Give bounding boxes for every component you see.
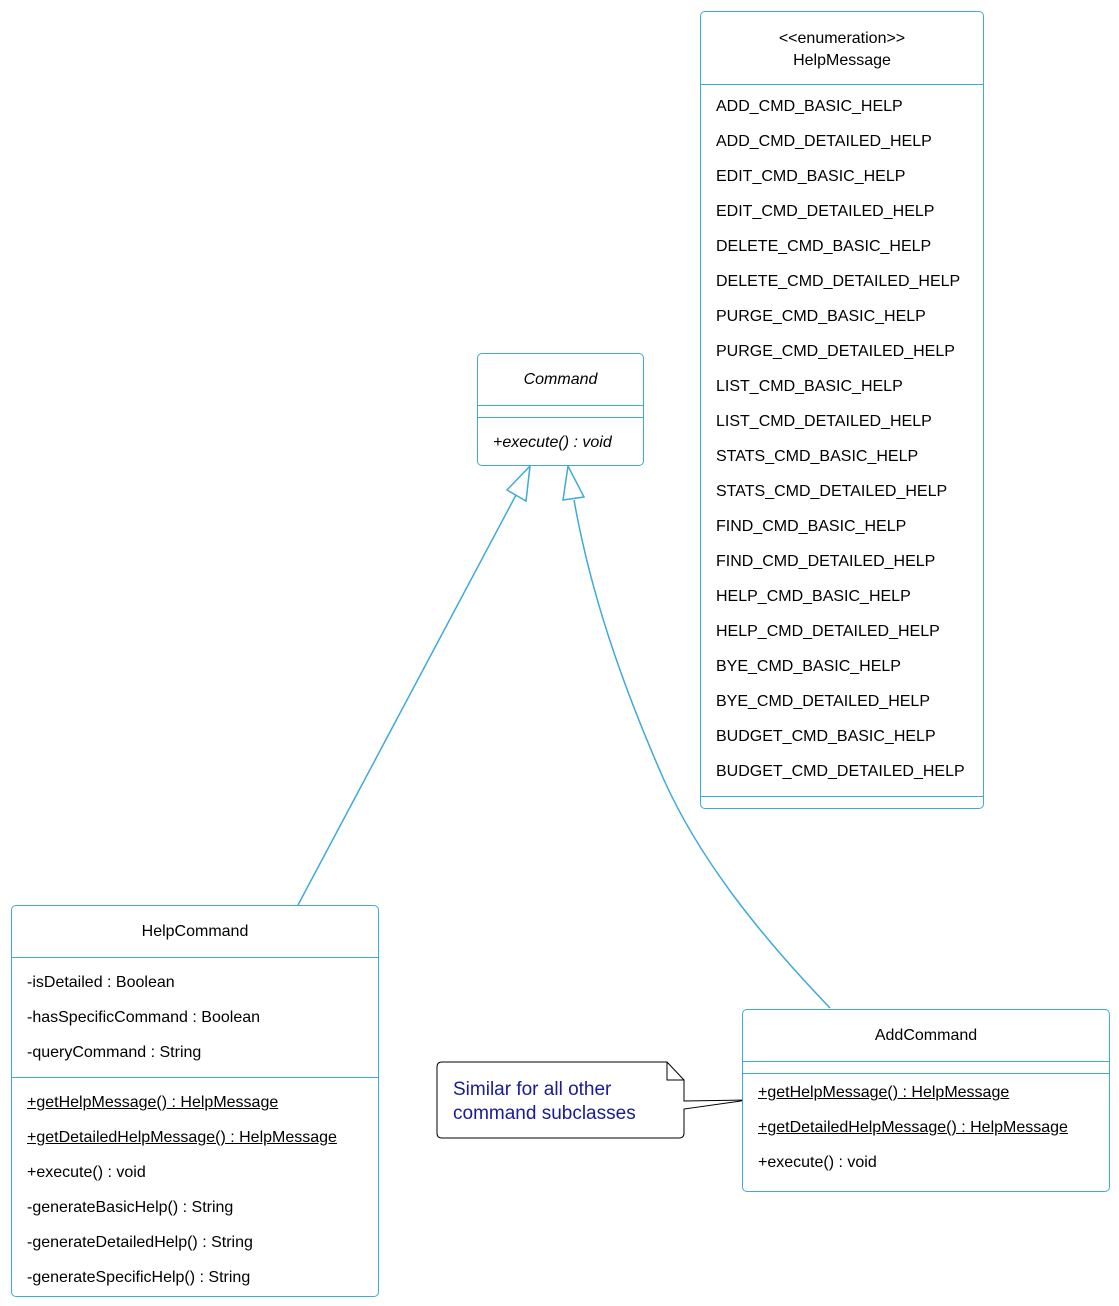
enum-literal: EDIT_CMD_DETAILED_HELP xyxy=(716,203,935,220)
enum-literal: DELETE_CMD_BASIC_HELP xyxy=(716,238,932,255)
helpmessage-stereotype: <<enumeration>> xyxy=(778,30,906,47)
enum-literal: STATS_CMD_BASIC_HELP xyxy=(716,448,919,465)
class-operation: -generateDetailedHelp() : String xyxy=(27,1234,253,1251)
enum-literal: HELP_CMD_DETAILED_HELP xyxy=(716,623,940,640)
helpcommand-operations-section: +getHelpMessage() : HelpMessage +getDeta… xyxy=(12,1077,378,1295)
enum-literal: PURGE_CMD_BASIC_HELP xyxy=(716,308,926,325)
class-operation-static: +getDetailedHelpMessage() : HelpMessage xyxy=(758,1119,1068,1136)
generalization-line-addcommand xyxy=(573,499,831,1009)
helpmessage-literals: ADD_CMD_BASIC_HELP ADD_CMD_DETAILED_HELP… xyxy=(701,84,983,796)
note-line-2: command subclasses xyxy=(453,1103,636,1124)
helpcommand-class-box: HelpCommand -isDetailed : Boolean -hasSp… xyxy=(11,905,379,1297)
enum-literal: LIST_CMD_DETAILED_HELP xyxy=(716,413,932,430)
helpmessage-empty-section xyxy=(701,796,983,809)
command-class-name: Command xyxy=(523,371,598,388)
enum-literal: BYE_CMD_DETAILED_HELP xyxy=(716,693,930,710)
enum-literal: DELETE_CMD_DETAILED_HELP xyxy=(716,273,961,290)
addcommand-attributes-section xyxy=(743,1061,1109,1073)
enum-literal: BUDGET_CMD_BASIC_HELP xyxy=(716,728,936,745)
generalization-arrowhead-helpcommand xyxy=(505,463,531,503)
enum-literal: LIST_CMD_BASIC_HELP xyxy=(716,378,903,395)
enum-literal: HELP_CMD_BASIC_HELP xyxy=(716,588,911,605)
enum-literal: FIND_CMD_DETAILED_HELP xyxy=(716,553,936,570)
enum-literal: ADD_CMD_BASIC_HELP xyxy=(716,98,903,115)
note: Similar for all other command subclasses xyxy=(453,1078,636,1126)
helpmessage-header: <<enumeration>> HelpMessage xyxy=(701,12,983,84)
class-operation: -generateBasicHelp() : String xyxy=(27,1199,234,1216)
addcommand-class-name: AddCommand xyxy=(874,1027,978,1044)
command-operations-section: +execute() : void xyxy=(478,417,643,467)
note-fold xyxy=(666,1062,684,1081)
command-operation-execute: +execute() : void xyxy=(493,434,612,451)
class-operation-static: +getHelpMessage() : HelpMessage xyxy=(758,1084,1010,1101)
note-shape xyxy=(436,1061,749,1139)
enum-literal: FIND_CMD_BASIC_HELP xyxy=(716,518,907,535)
enum-literal: ADD_CMD_DETAILED_HELP xyxy=(716,133,932,150)
class-attribute: -queryCommand : String xyxy=(27,1044,202,1061)
generalization-line-helpcommand xyxy=(297,494,517,906)
addcommand-class-box: AddCommand +getHelpMessage() : HelpMessa… xyxy=(742,1009,1110,1192)
class-operation: -generateSpecificHelp() : String xyxy=(27,1269,251,1286)
helpmessage-enum-box: <<enumeration>> HelpMessage ADD_CMD_BASI… xyxy=(700,11,984,809)
helpcommand-attributes-section: -isDetailed : Boolean -hasSpecificComman… xyxy=(12,957,378,1077)
enum-literal: EDIT_CMD_BASIC_HELP xyxy=(716,168,906,185)
enum-literal: BUDGET_CMD_DETAILED_HELP xyxy=(716,763,965,780)
helpmessage-name: HelpMessage xyxy=(793,52,891,69)
class-attribute: -isDetailed : Boolean xyxy=(27,974,175,991)
enum-literal: BYE_CMD_BASIC_HELP xyxy=(716,658,901,675)
command-attributes-section xyxy=(478,405,643,417)
command-class-box: Command +execute() : void xyxy=(477,353,644,466)
class-operation-static: +getDetailedHelpMessage() : HelpMessage xyxy=(27,1129,337,1146)
note-line-1: Similar for all other xyxy=(453,1079,612,1100)
addcommand-operations-section: +getHelpMessage() : HelpMessage +getDeta… xyxy=(743,1073,1109,1180)
helpcommand-class-name: HelpCommand xyxy=(141,923,249,940)
enum-literal: STATS_CMD_DETAILED_HELP xyxy=(716,483,948,500)
generalization-arrowhead-addcommand xyxy=(562,463,586,501)
enum-literal: PURGE_CMD_DETAILED_HELP xyxy=(716,343,955,360)
class-operation: +execute() : void xyxy=(758,1154,877,1171)
class-operation: +execute() : void xyxy=(27,1164,146,1181)
class-operation-static: +getHelpMessage() : HelpMessage xyxy=(27,1094,279,1111)
class-attribute: -hasSpecificCommand : Boolean xyxy=(27,1009,261,1026)
